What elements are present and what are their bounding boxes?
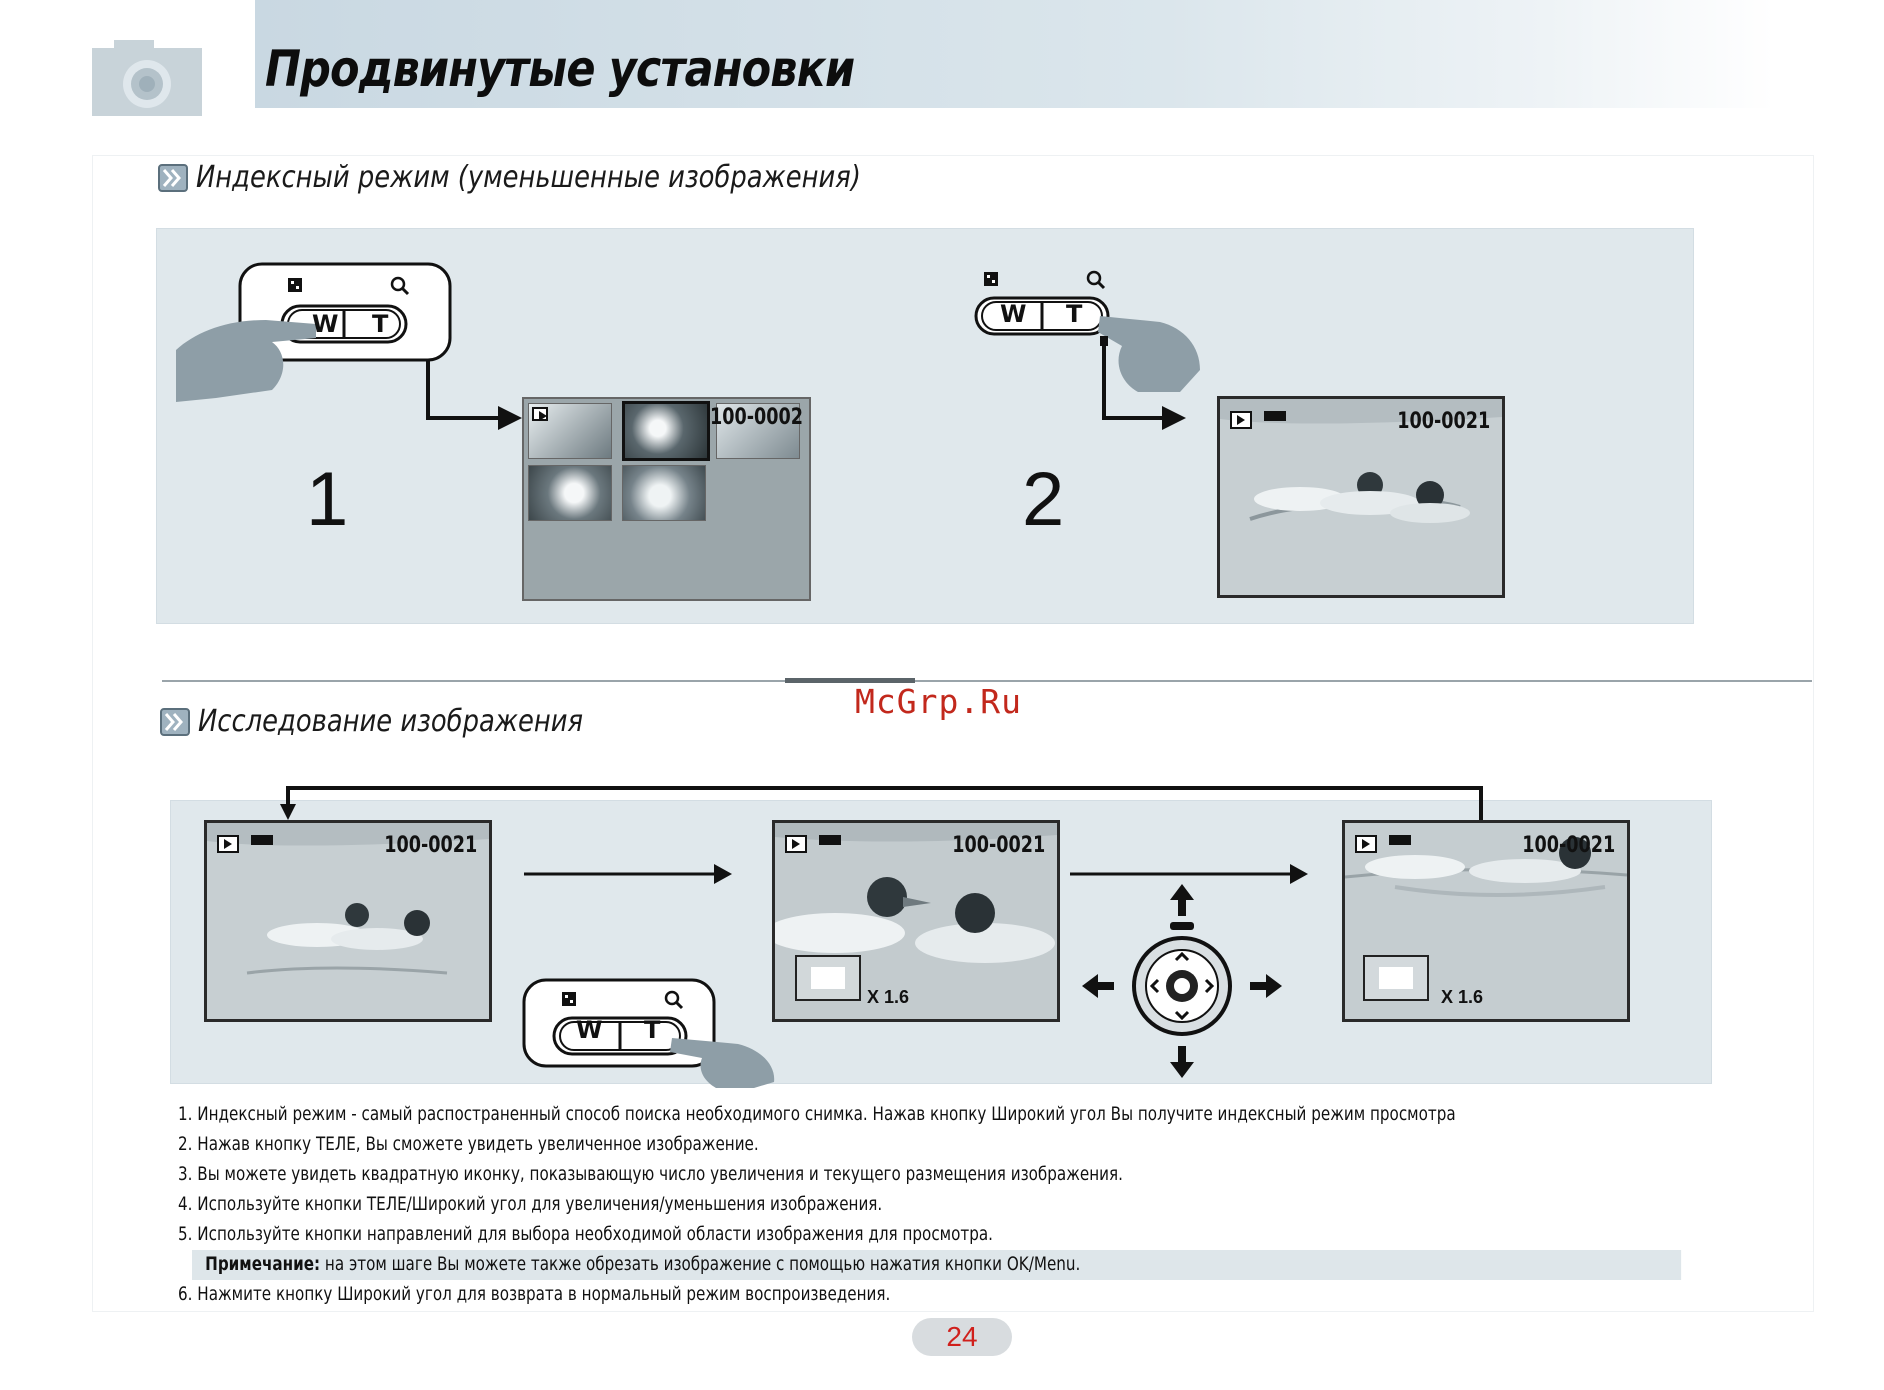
header-band — [255, 0, 1775, 108]
return-arrow-icon — [280, 786, 1483, 824]
section-divider — [162, 680, 1812, 682]
instruction-5: 5. Используйте кнопки направлений для вы… — [178, 1224, 993, 1245]
zoom-lever-illustration-3 — [522, 978, 775, 1088]
zoom-position-indicator — [795, 955, 861, 1001]
wide-label: W — [312, 310, 339, 338]
tele-label: T — [644, 1016, 661, 1044]
arrow-left-icon — [1082, 974, 1114, 998]
page-title: Продвинутые установки — [265, 40, 855, 98]
thumbnail-3 — [716, 403, 800, 459]
duck-photo-panned — [1345, 823, 1627, 1019]
tele-label: T — [1066, 300, 1083, 328]
content-frame — [92, 155, 1814, 1312]
duck-photo — [207, 823, 489, 1019]
index-file-label: 100-0002 — [710, 405, 804, 430]
play-mode-icon — [217, 835, 239, 853]
image-size-icon — [251, 835, 273, 845]
grid-thumbnail-icon — [562, 992, 576, 1006]
single-image-screen: 100-0021 — [1217, 396, 1505, 598]
zoom-ratio-label: X 1.6 — [1441, 987, 1484, 1007]
zoom-lever-illustration-2 — [974, 270, 1200, 392]
thumbnail-1 — [528, 403, 612, 459]
section-heading-index-mode: Индексный режим (уменьшенные изображения… — [158, 160, 969, 195]
file-number-label: 100-0021 — [383, 833, 477, 858]
right-arrow-icon — [524, 864, 732, 884]
arrow-to-index-icon — [426, 360, 522, 430]
magnifier-icon — [664, 990, 684, 1010]
instruction-2: 2. Нажав кнопку ТЕЛЕ, Вы сможете увидеть… — [178, 1134, 759, 1155]
file-number-label: 100-0021 — [951, 833, 1045, 858]
step-number-2: 2 — [1022, 457, 1065, 542]
explore-screen-2: 100-0021 X 1.6 — [772, 820, 1060, 1022]
wide-label: W — [576, 1016, 603, 1044]
navigation-pad-illustration — [1082, 884, 1282, 1078]
note-text: на этом шаге Вы можете также обрезать из… — [320, 1254, 1081, 1275]
image-size-icon — [1264, 411, 1286, 421]
zoom-ratio-label: X 1.6 — [867, 987, 910, 1007]
arrow-right-icon — [1250, 974, 1282, 998]
double-chevron-icon — [158, 163, 188, 192]
tele-label: T — [372, 310, 389, 338]
file-number-label: 100-0021 — [1521, 833, 1615, 858]
instruction-1: 1. Индексный режим - самый распостраненн… — [178, 1104, 1456, 1125]
divider-notch — [785, 678, 915, 683]
camera-icon — [92, 40, 202, 116]
page-number: 24 — [912, 1318, 1012, 1356]
image-size-icon — [819, 835, 841, 845]
double-chevron-icon — [160, 707, 190, 736]
magnifier-icon — [1086, 270, 1106, 290]
note-line: Примечание: на этом шаге Вы можете также… — [192, 1250, 1682, 1280]
grid-thumbnail-icon — [984, 272, 998, 286]
magnifier-icon — [390, 276, 410, 296]
wide-label: W — [1000, 300, 1027, 328]
arrow-to-single-icon — [1100, 336, 1186, 430]
note-label: Примечание: — [205, 1254, 321, 1275]
zoom-lever-illustration — [176, 262, 452, 402]
thumbnail-4 — [528, 465, 612, 521]
arrow-down-icon — [1170, 1046, 1194, 1078]
thumbnail-2-selected[interactable] — [622, 401, 710, 461]
instructions-list: 1. Индексный режим - самый распостраненн… — [178, 1100, 1738, 1310]
duck-photo — [1220, 399, 1502, 595]
play-mode-icon — [1230, 411, 1252, 429]
section-title: Индексный режим (уменьшенные изображения… — [196, 160, 861, 195]
file-number-label: 100-0021 — [1396, 409, 1490, 434]
step-number-1: 1 — [306, 457, 349, 542]
section-title: Исследование изображения — [198, 704, 584, 739]
image-size-icon — [1389, 835, 1411, 845]
section-heading-explore: Исследование изображения — [160, 704, 646, 739]
zoom-position-indicator — [1363, 955, 1429, 1001]
instruction-6: 6. Нажмите кнопку Широкий угол для возвр… — [178, 1284, 891, 1305]
instruction-3: 3. Вы можете увидеть квадратную иконку, … — [178, 1164, 1123, 1185]
instruction-4: 4. Используйте кнопки ТЕЛЕ/Широкий угол … — [178, 1194, 883, 1215]
thumbnail-5 — [622, 465, 706, 521]
right-arrow-icon — [1070, 864, 1308, 884]
arrow-up-icon — [1170, 884, 1194, 930]
grid-thumbnail-icon — [288, 278, 302, 292]
explore-screen-1: 100-0021 — [204, 820, 492, 1022]
play-mode-icon — [785, 835, 807, 853]
explore-screen-3: 100-0021 X 1.6 — [1342, 820, 1630, 1022]
play-mode-icon — [1355, 835, 1377, 853]
watermark: McGrp.Ru — [855, 682, 1022, 721]
index-thumbnail-screen: 100-0002 — [522, 397, 811, 601]
